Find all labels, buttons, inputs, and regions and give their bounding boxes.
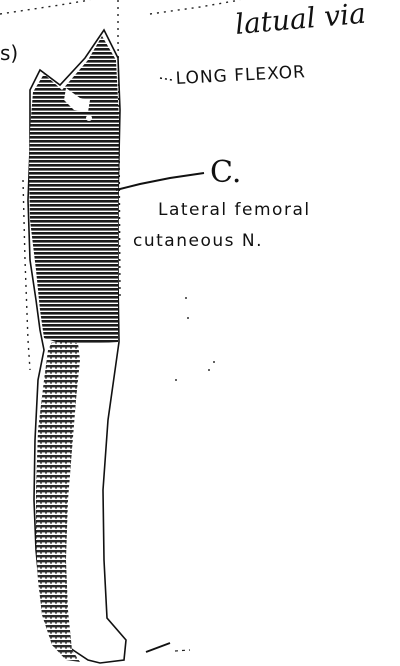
muscle-note-dash	[160, 78, 172, 80]
nerve-pointer-line	[116, 173, 204, 190]
view-note-label: latual via	[234, 0, 367, 41]
thigh-nerve-region	[29, 36, 119, 344]
stray-dots	[175, 297, 215, 381]
bottom-stroke	[146, 643, 170, 652]
corner-fragment-label: s)	[0, 41, 18, 65]
nerve-name-line2: cutaneous N.	[133, 231, 263, 251]
thigh-spot	[86, 115, 92, 121]
region-letter-label: C.	[210, 155, 241, 190]
bottom-stroke-2	[175, 650, 190, 651]
muscle-note-label: LONG FLEXOR	[175, 62, 306, 89]
lower-leg-region	[36, 342, 80, 662]
nerve-name-line1: Lateral femoral	[158, 200, 311, 220]
